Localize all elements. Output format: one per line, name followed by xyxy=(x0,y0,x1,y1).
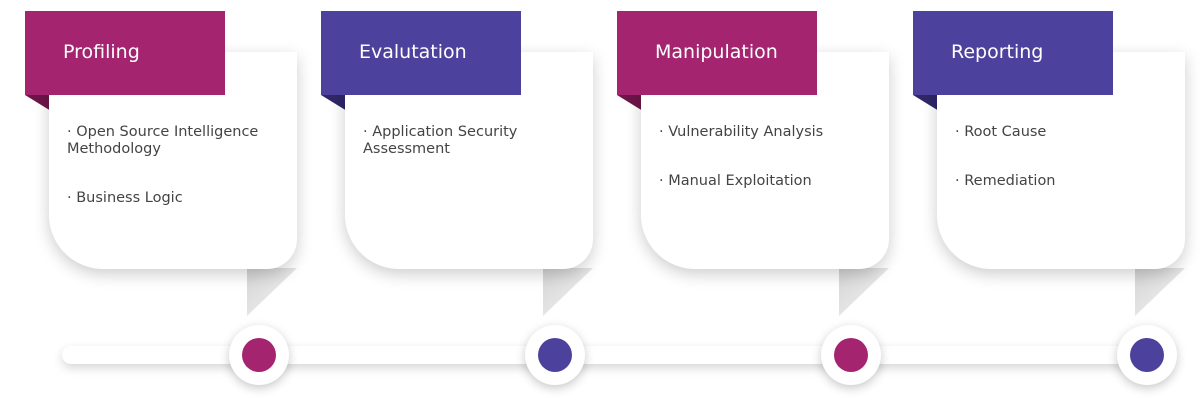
stage-profiling: Profiling · Open Source Intelligence Met… xyxy=(17,0,313,401)
tab-fold xyxy=(617,95,643,111)
stage-reporting: Reporting · Root Cause · Remediation xyxy=(905,0,1200,401)
timeline-node-dot xyxy=(834,338,868,372)
stage-bullet-list: · Open Source Intelligence Methodology ·… xyxy=(67,124,295,239)
stage-title: Reporting xyxy=(913,11,1113,95)
card-pointer xyxy=(543,268,593,316)
card-pointer xyxy=(247,268,297,316)
stage-bullet-list: · Application Security Assessment xyxy=(363,124,591,190)
stage-bullet-item: · Application Security Assessment xyxy=(363,124,518,157)
timeline-node xyxy=(1117,325,1177,385)
timeline-node-dot xyxy=(538,338,572,372)
tab-fold xyxy=(321,95,347,111)
stage-bullet-item: · Business Logic xyxy=(67,190,183,206)
timeline-node-dot xyxy=(1130,338,1164,372)
stage-manipulation: Manipulation · Vulnerability Analysis · … xyxy=(609,0,905,401)
stage-bullet-list: · Vulnerability Analysis · Manual Exploi… xyxy=(659,124,887,222)
stage-title: Manipulation xyxy=(617,11,817,95)
stage-title: Evalutation xyxy=(321,11,521,95)
card-pointer xyxy=(839,268,889,316)
stage-evaluation: Evalutation · Application Security Asses… xyxy=(313,0,609,401)
stage-bullet-item: · Root Cause xyxy=(955,124,1047,140)
stage-bullet-item: · Remediation xyxy=(955,173,1056,189)
timeline-node-dot xyxy=(242,338,276,372)
timeline-node xyxy=(821,325,881,385)
timeline-node xyxy=(229,325,289,385)
tab-fold xyxy=(25,95,51,111)
stage-bullet-list: · Root Cause · Remediation xyxy=(955,124,1183,222)
tab-fold xyxy=(913,95,939,111)
timeline-node xyxy=(525,325,585,385)
stage-bullet-item: · Manual Exploitation xyxy=(659,173,812,189)
stage-bullet-item: · Open Source Intelligence Methodology xyxy=(67,124,259,157)
card-pointer xyxy=(1135,268,1185,316)
stage-title: Profiling xyxy=(25,11,225,95)
stage-bullet-item: · Vulnerability Analysis xyxy=(659,124,824,140)
